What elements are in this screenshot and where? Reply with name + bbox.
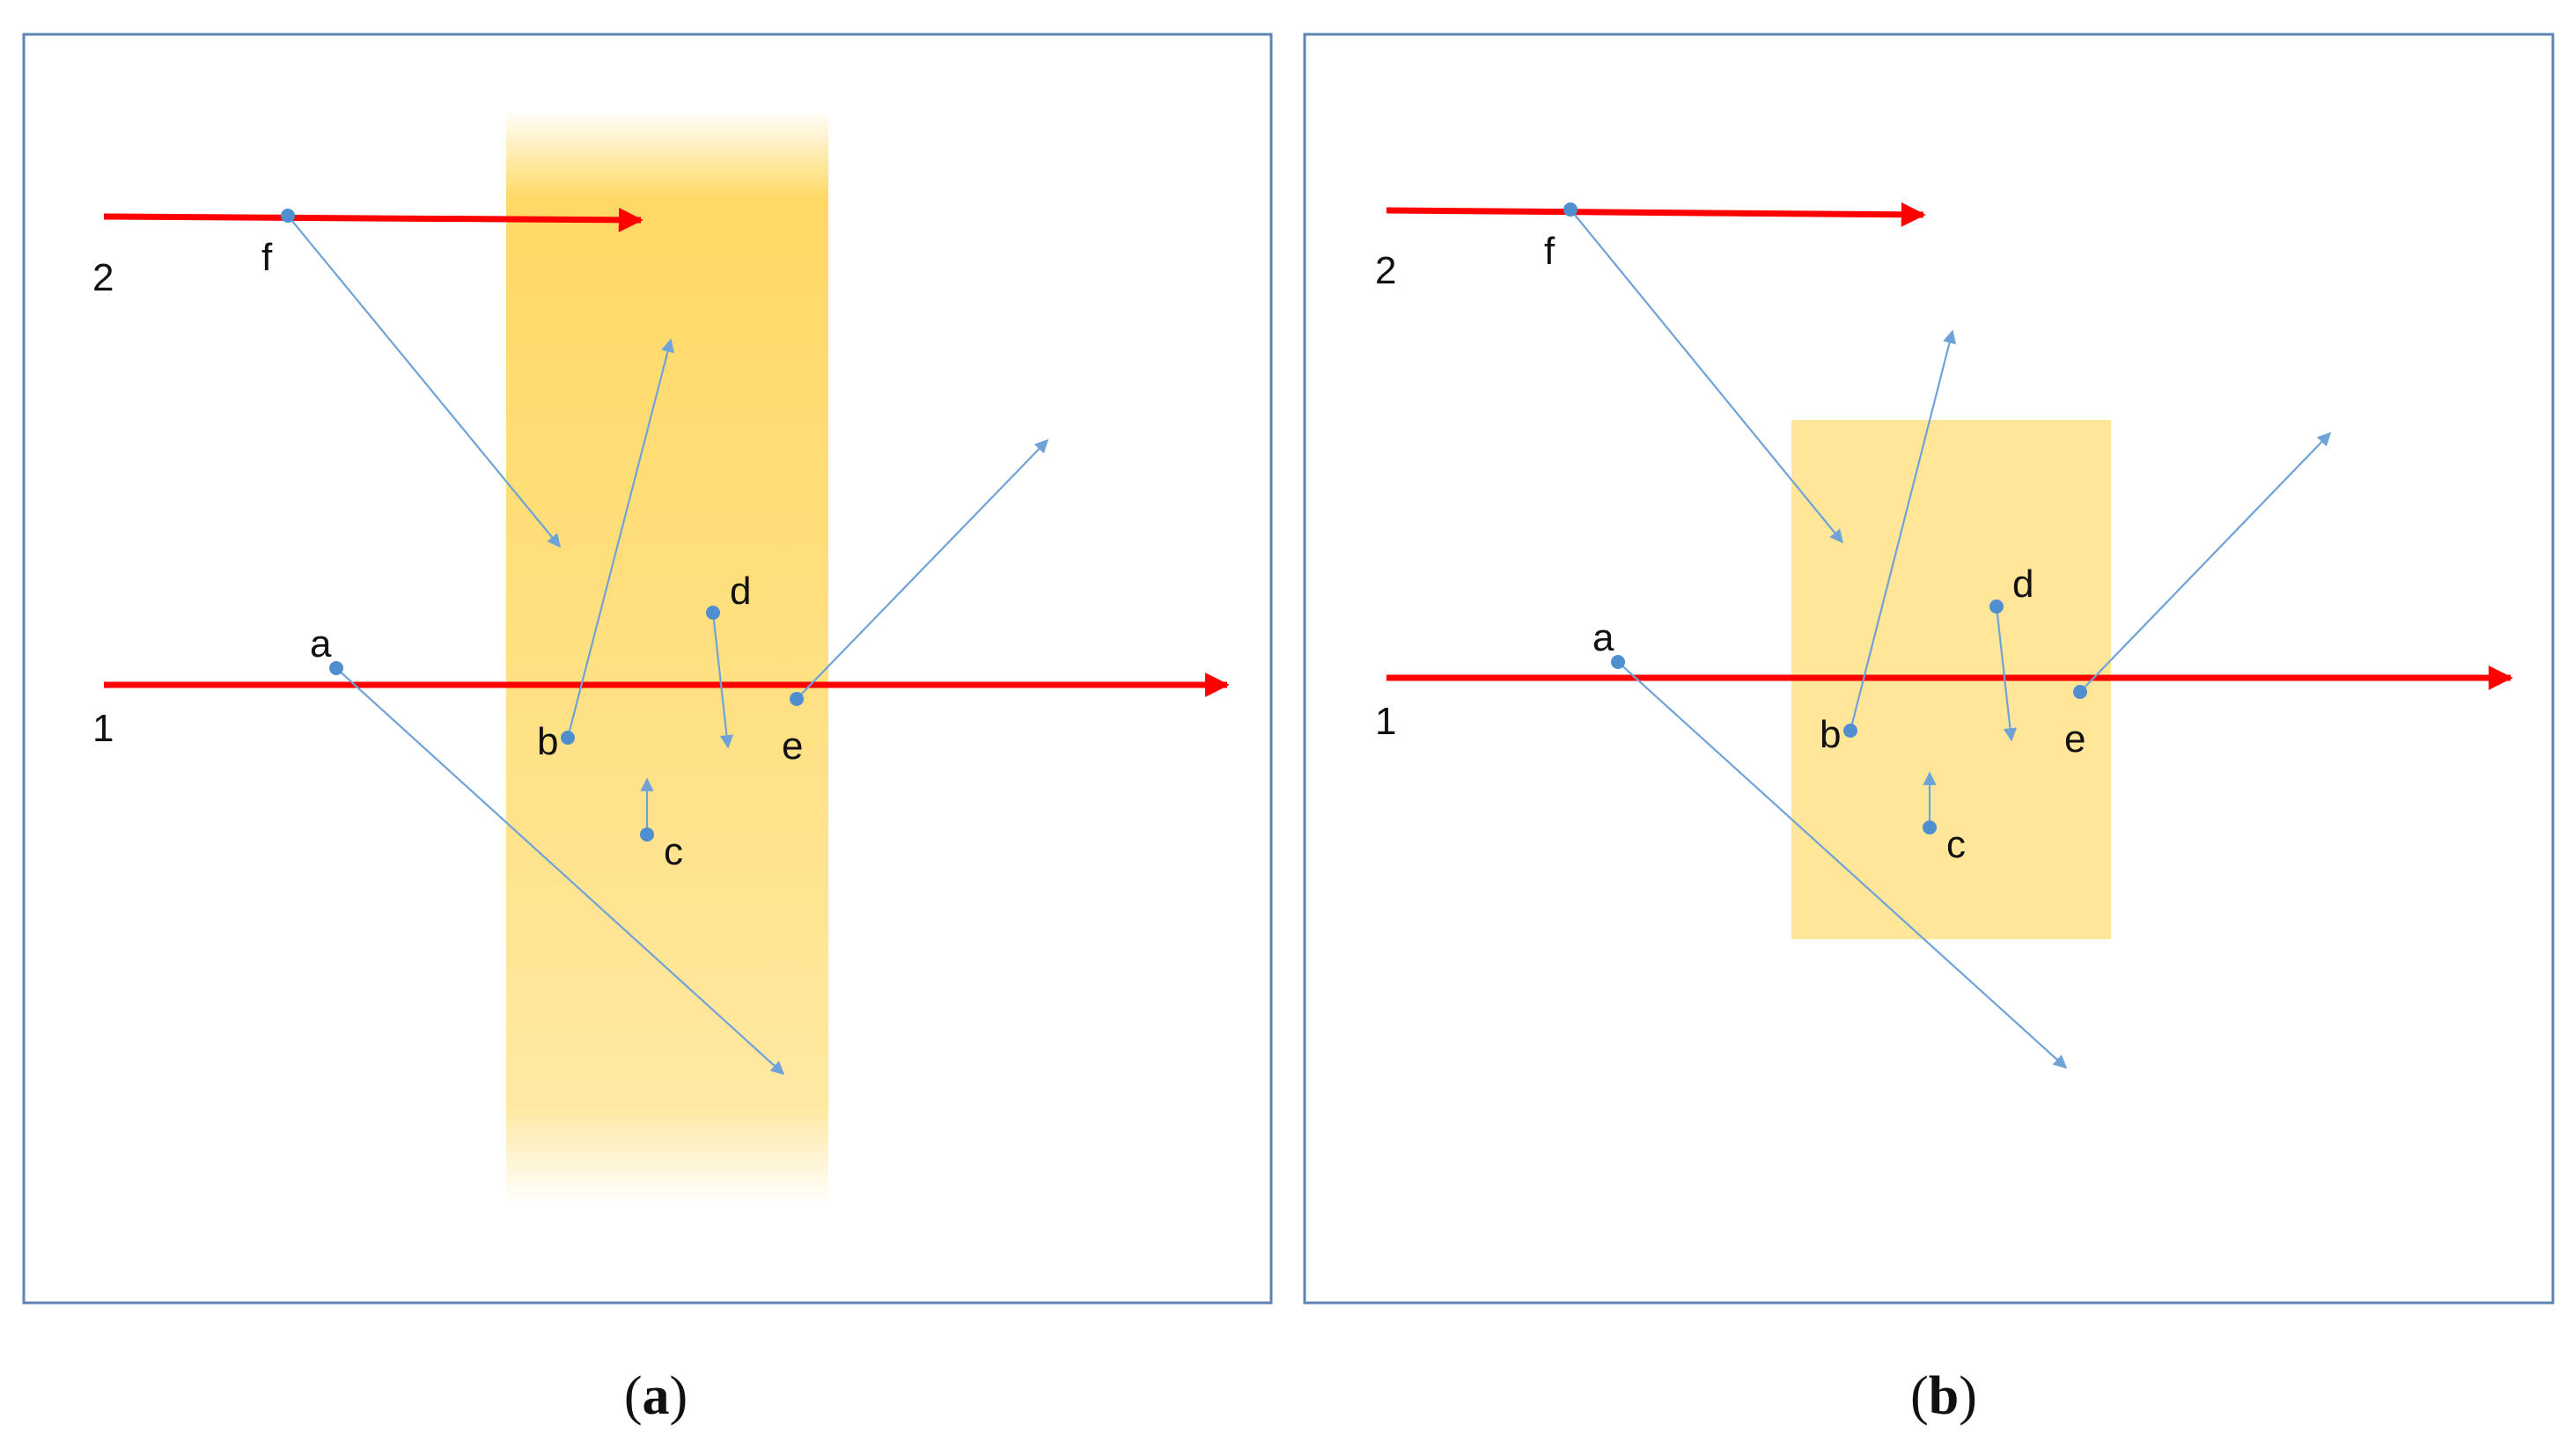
panel-b-label-c: c xyxy=(1946,823,1966,866)
panel-a-label-f: f xyxy=(261,236,273,279)
panel-a-track-a xyxy=(335,667,785,1076)
panel-b: 2 1 f a b c d e xyxy=(1303,33,2555,1305)
panel-a-beam-2 xyxy=(103,207,644,232)
panel-a-label-b: b xyxy=(537,720,558,763)
panel-b-track-f xyxy=(1570,209,1843,544)
panel-b-beam-2 xyxy=(1386,202,1926,227)
panel-b-track-d xyxy=(1995,606,2018,742)
panel-b-point-b xyxy=(1843,724,1857,738)
panel-a-track-e xyxy=(796,438,1049,700)
panel-b-point-d xyxy=(1989,599,2004,614)
panel-a-label-c: c xyxy=(664,830,683,873)
panel-b-beam-1-label: 1 xyxy=(1375,700,1396,743)
panel-b-track-e xyxy=(2079,431,2332,693)
panel-b-track-a xyxy=(1617,661,2068,1070)
panel-a-label-a: a xyxy=(310,622,332,665)
panel-b-label-b: b xyxy=(1820,713,1841,756)
panel-a-track-d xyxy=(711,612,734,749)
panel-a-point-b xyxy=(561,731,575,745)
panel-b-point-f xyxy=(1563,202,1577,217)
panel-a-beam-2-label: 2 xyxy=(92,256,114,299)
panel-b-beam-2-label: 2 xyxy=(1375,249,1396,292)
panel-a-point-d xyxy=(706,606,720,620)
panel-b-caption: (b) xyxy=(1910,1366,1977,1426)
panel-a-point-f xyxy=(281,209,295,223)
panel-b-point-e xyxy=(2073,685,2087,699)
panel-a-point-a xyxy=(329,661,343,675)
panel-b-label-e: e xyxy=(2064,717,2085,761)
panel-b-point-a xyxy=(1611,655,1625,669)
panel-a-label-d: d xyxy=(730,570,751,613)
panel-b-label-d: d xyxy=(2012,563,2033,606)
panel-a-beam-1-label: 1 xyxy=(92,707,114,750)
panel-a-label-e: e xyxy=(782,724,803,768)
panel-a-point-c xyxy=(640,827,654,842)
panel-b-label-a: a xyxy=(1592,616,1614,659)
panel-a: 2 1 f a b c d e xyxy=(22,33,1273,1305)
panel-b-label-f: f xyxy=(1544,230,1555,273)
panel-b-track-b xyxy=(1849,329,1957,732)
panel-a-track-b xyxy=(566,338,674,739)
panel-a-track-f xyxy=(287,215,561,548)
panel-a-interaction-band xyxy=(506,110,828,1206)
panel-a-point-e xyxy=(790,692,804,706)
panel-a-caption: (a) xyxy=(624,1366,688,1426)
panel-b-point-c xyxy=(1923,820,1937,835)
